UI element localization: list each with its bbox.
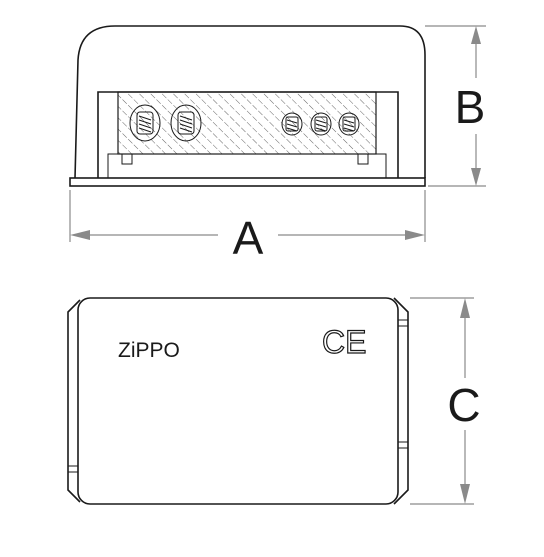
brand-logo: ZiPPO [118, 339, 180, 362]
dimension-label-b: B [455, 81, 486, 133]
front-view [69, 25, 426, 187]
dimension-label-a: A [233, 212, 264, 264]
dimension-a: A [69, 190, 426, 264]
dimension-c: C [410, 297, 481, 505]
right-tab [357, 153, 369, 165]
base-flange [69, 177, 426, 187]
dimension-label-c: C [447, 379, 480, 431]
ce-mark: CE [322, 324, 366, 360]
terminal-ledge [107, 153, 387, 178]
top-view: ZiPPO CE [67, 297, 409, 505]
large-terminal-screw [170, 104, 202, 142]
dimension-b: B [425, 25, 486, 187]
left-rail [67, 299, 81, 503]
housing-outline [74, 25, 426, 179]
terminal-block [117, 91, 377, 155]
right-rail [393, 297, 409, 505]
left-tab [121, 153, 133, 165]
small-terminal-screw [338, 112, 360, 136]
small-terminal-screw [310, 112, 332, 136]
small-terminal-screw [281, 112, 303, 136]
housing-top [77, 297, 399, 505]
large-terminal-screw [129, 104, 161, 142]
